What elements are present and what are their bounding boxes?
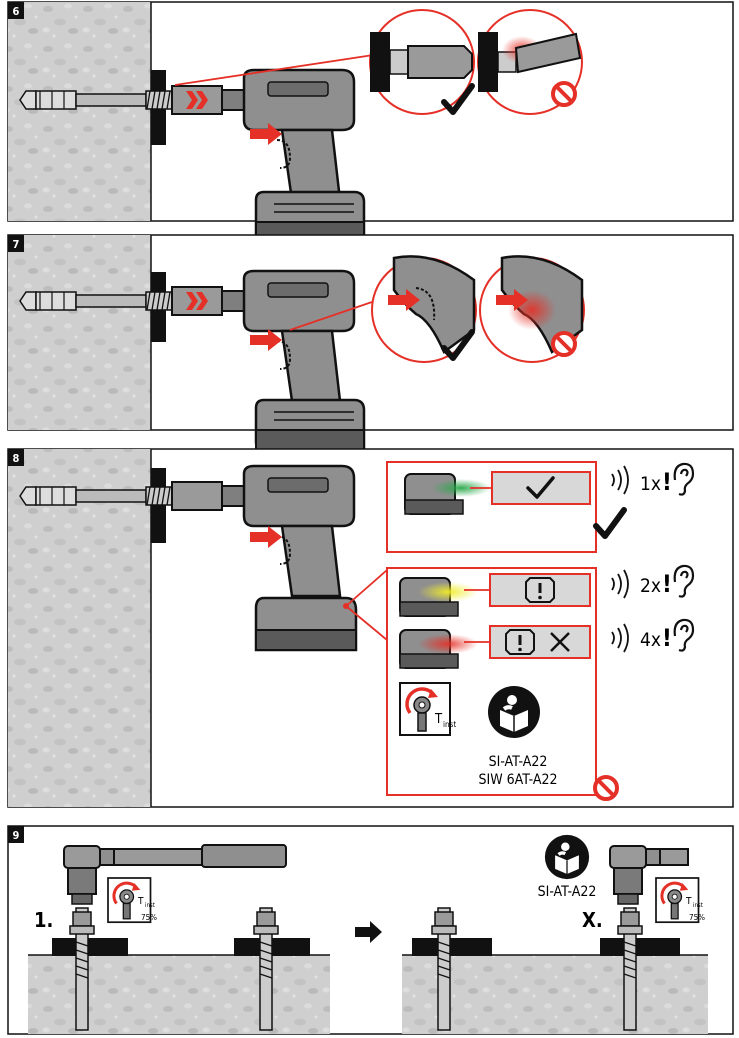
svg-text:75%: 75%: [689, 913, 705, 922]
signal-count: 1x: [640, 473, 661, 495]
svg-text:T: T: [434, 712, 443, 727]
model-name: SI-AT-A22: [489, 754, 548, 770]
concrete-wall: [8, 449, 151, 807]
step-badge: [8, 235, 24, 252]
step-6-panel: 6: [7, 1, 734, 244]
step-badge: [8, 449, 24, 466]
anchor-bolt: [19, 486, 173, 506]
torque-icon: T inst 75%: [654, 876, 705, 924]
zoom-correct: [369, 9, 475, 115]
order-label: X.: [582, 908, 603, 932]
step-badge: [8, 826, 24, 843]
model-name: SIW 6AT-A22: [479, 772, 558, 788]
arrow-right-icon: [355, 921, 382, 943]
torque-icon: T inst: [398, 681, 456, 737]
step-number: 8: [13, 452, 20, 465]
warning-icon: [505, 629, 535, 655]
anchor-bolt: [19, 291, 173, 311]
signal-count: 2x: [640, 575, 661, 597]
concrete-base: [402, 955, 708, 1034]
fixture-plate: [600, 938, 680, 956]
concrete-base: [28, 955, 330, 1034]
check-icon: [526, 476, 555, 499]
step-badge: [8, 2, 24, 19]
result-ok-box: [386, 461, 597, 553]
impact-tool: [170, 68, 356, 202]
step-8-panel: 8 1x !: [7, 448, 734, 808]
step-9-panel: 9 T inst 75% 1.: [7, 825, 734, 1035]
fixture-plate: [412, 938, 492, 956]
exclamation: !: [662, 624, 672, 652]
step-number: 9: [13, 829, 20, 842]
step-number: 7: [13, 238, 20, 251]
torque-wrench: [609, 845, 689, 905]
concrete-wall: [8, 235, 151, 430]
svg-text:T: T: [685, 896, 692, 907]
anchor-bolt: [19, 90, 173, 110]
prohibited-icon: [551, 331, 577, 357]
prohibited-icon: [593, 775, 619, 801]
order-label: 1.: [34, 908, 53, 932]
warning-icon: [525, 577, 555, 603]
signal-count: 4x: [640, 629, 661, 651]
model-name: SI-AT-A22: [538, 884, 597, 900]
prohibited-icon: [551, 81, 577, 107]
step-7-panel: 7: [7, 234, 734, 452]
svg-text:75%: 75%: [141, 913, 157, 922]
zoom-trigger-correct: [371, 255, 477, 363]
svg-text:T: T: [137, 896, 144, 907]
svg-text:inst: inst: [693, 902, 703, 909]
zoom-trigger-wrong: [479, 255, 585, 363]
svg-text:inst: inst: [145, 902, 155, 909]
svg-text:inst: inst: [443, 720, 456, 729]
read-manual-icon: [486, 684, 542, 740]
step-number: 6: [13, 5, 20, 18]
exclamation: !: [662, 570, 672, 598]
concrete-wall: [8, 2, 151, 221]
exclamation: !: [662, 468, 672, 496]
close-icon: [550, 632, 570, 652]
result-warning-box: T inst SI-AT-A22 SIW 6AT-A22: [386, 567, 597, 796]
read-manual-icon: [543, 833, 591, 881]
torque-wrench: [63, 844, 287, 905]
torque-icon: T inst 75%: [106, 876, 157, 924]
zoom-wrong: [477, 9, 583, 115]
battery-pack: [254, 398, 366, 452]
fixture-plate: [52, 938, 128, 956]
impact-tool: [170, 269, 356, 403]
battery-pack: [254, 596, 358, 652]
